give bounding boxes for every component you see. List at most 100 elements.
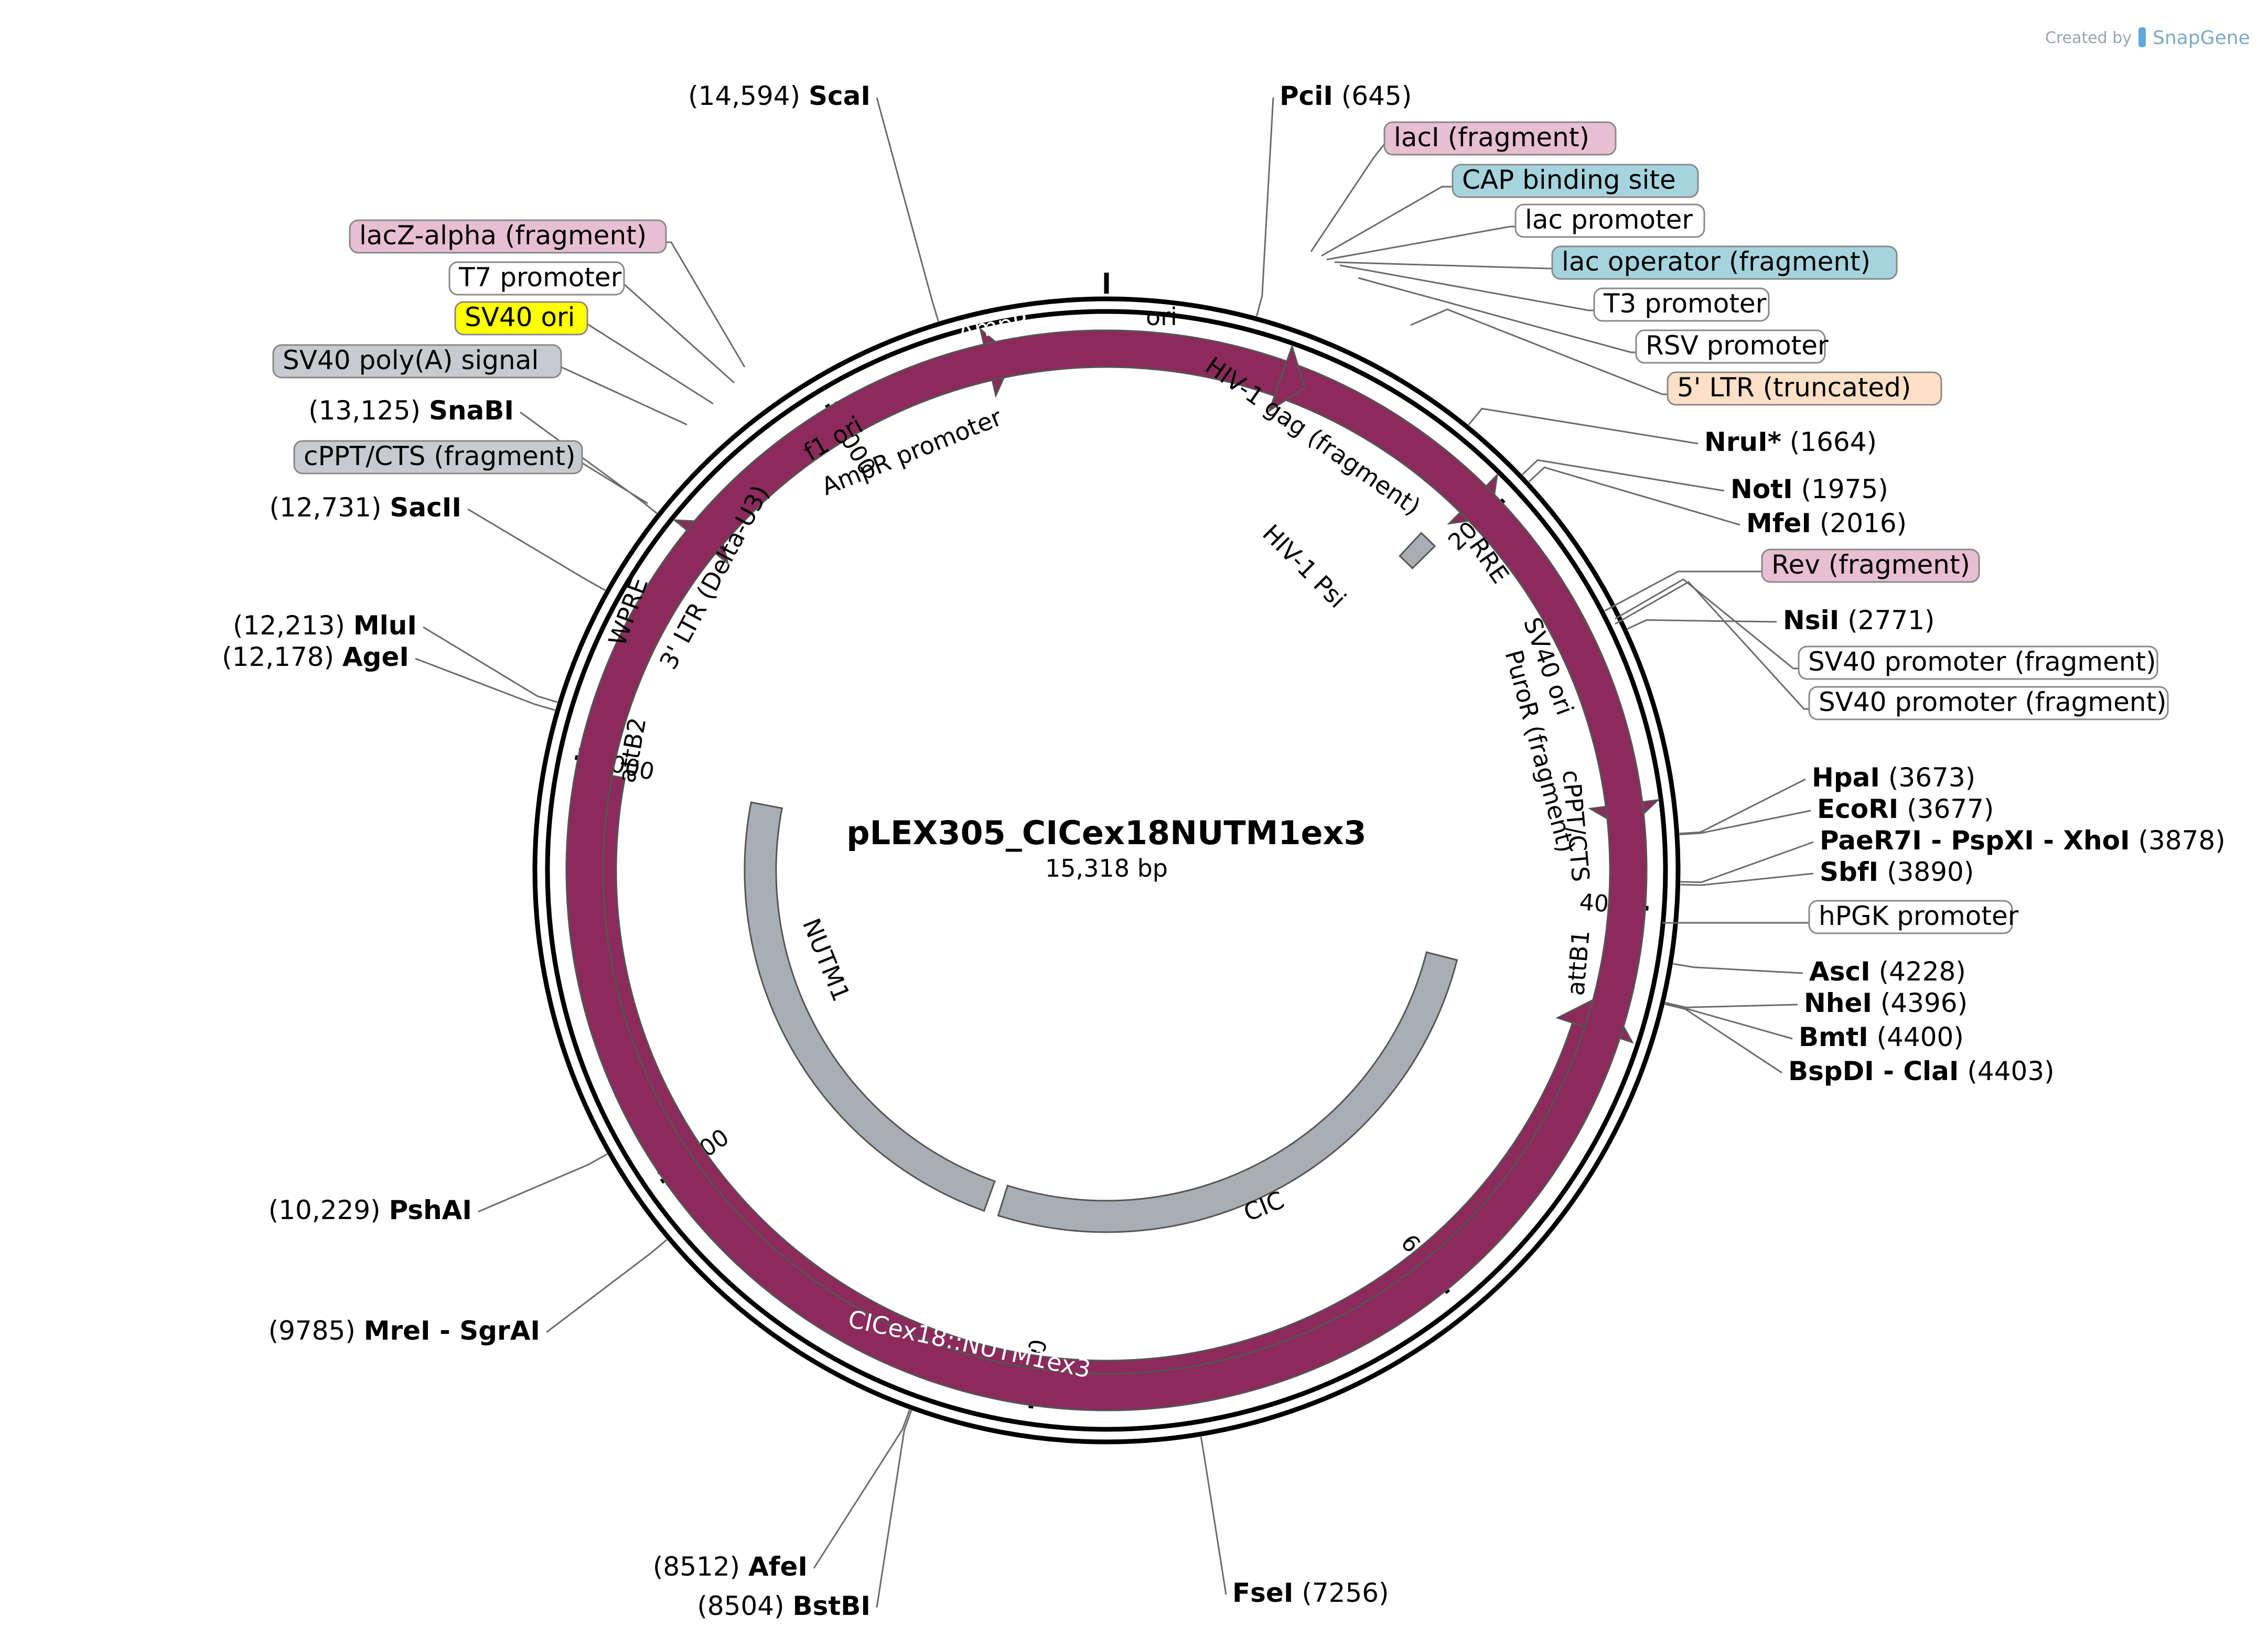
plasmid-size: 15,318 bp [1045,854,1168,882]
site-leader-mlui [423,626,558,703]
site-label-hpai[interactable]: HpaI (3673) [1812,762,1975,793]
site-leader-hpai [1679,778,1806,835]
boxed-label-frame [1635,329,1826,364]
arrowhead-laci-fragment[interactable] [1267,344,1306,413]
site-leader-paer7i-pspxi-xhoi [1680,841,1814,883]
site-label-bmti[interactable]: BmtI (4400) [1799,1022,1964,1052]
site-leader-nhei [1665,1001,1798,1008]
boxed-label-text: lac operator (fragment) [1562,246,1871,277]
boxed-label-frame [1452,164,1699,198]
site-label-agei[interactable]: (12,178) AgeI [222,642,409,672]
site-label-nrui[interactable]: NruI* (1664) [1704,427,1877,457]
boxed-label-frame [1593,287,1770,322]
boxed-label-sv40-ori-13[interactable]: SV40 ori [454,301,588,336]
boxed-label-text: CAP binding site [1462,165,1676,195]
site-label-asci[interactable]: AscI (4228) [1809,956,1966,987]
site-leader-pcii [1255,97,1274,317]
label-cppt: cPPT/CTS [1557,769,1595,883]
site-label-pshai[interactable]: (10,229) PshAI [268,1195,472,1225]
boxed-label-frame [448,261,625,296]
boxed-label-text: Rev (fragment) [1771,549,1970,580]
site-leader-nsii [1627,619,1777,630]
boxed-label-text: RSV promoter [1646,330,1829,361]
boxed-label-lacz-alpha-fragment-11[interactable]: lacZ-alpha (fragment) [349,219,667,254]
site-leader-fsei [1200,1436,1227,1595]
boxed-label-text: hPGK promoter [1819,901,2019,931]
boxed-label-rev-fragment-7[interactable]: Rev (fragment) [1761,548,1980,583]
site-label-snabi[interactable]: (13,125) SnaBI [308,395,514,426]
site-label-nhei[interactable]: NheI (4396) [1804,988,1968,1018]
boxed-label-frame [1761,548,1980,583]
site-label-pcii[interactable]: PciI (645) [1280,81,1412,111]
label-ori: ori [1146,303,1177,331]
site-label-noti[interactable]: NotI (1975) [1730,474,1888,504]
boxed-label-layer: lacI (fragment) CAP binding site lac promo… [272,121,2169,934]
site-leader-bspdi-clai [1664,1003,1782,1074]
boxed-label-5-ltr-truncated-6[interactable]: 5' LTR (truncated) [1667,371,1942,406]
site-label-fsei[interactable]: FseI (7256) [1232,1578,1389,1608]
boxed-label-text: cPPT/CTS (fragment) [304,441,576,471]
inner-feature-nutm1[interactable] [744,801,996,1212]
boxed-label-text: lacZ-alpha (fragment) [359,220,647,251]
boxed-label-hpgk-promoter-10[interactable]: hPGK promoter [1808,900,2019,934]
label-nutm1: NUTM1 [797,914,856,1005]
boxed-label-frame [1808,900,2013,934]
site-label-afei[interactable]: (8512) AfeI [653,1551,808,1582]
site-label-sbfi[interactable]: SbfI (3890) [1820,857,1974,887]
boxed-label-frame [272,344,562,379]
site-leader-asci [1673,963,1803,974]
credit-prefix: Created by [2045,29,2132,47]
site-leader-pshai [478,1153,608,1213]
site-label-paer7i-pspxi-xhoi[interactable]: PaeR7I - PspXI - XhoI (3878) [1820,825,2226,856]
site-label-sacii[interactable]: (12,731) SacII [270,492,461,523]
boxed-label-laci-fragment-0[interactable]: lacI (fragment) [1383,121,1617,156]
feature-laci-fragment[interactable] [565,329,1648,1411]
boxed-label-cppt-cts-fragment-15[interactable]: cPPT/CTS (fragment) [293,440,583,475]
boxed-label-frame [349,219,667,254]
site-label-nsii[interactable]: NsiI (2771) [1783,605,1935,635]
site-label-bstbi[interactable]: (8504) BstBI [697,1591,870,1621]
site-leader-mrei-sgrai [546,1239,668,1333]
boxed-label-lac-promoter-2[interactable]: lac promoter [1514,203,1705,238]
boxed-label-t3-promoter-4[interactable]: T3 promoter [1593,287,1770,322]
boxed-label-sv40-promoter-fragment-8[interactable]: SV40 promoter (fragment) [1798,645,2158,680]
snapgene-logo-icon [2138,27,2146,47]
site-label-ecori[interactable]: EcoRI (3677) [1817,794,1994,824]
boxed-label-text: SV40 promoter (fragment) [1819,687,2167,717]
inner-feature-hiv-1-psi[interactable] [1399,532,1436,569]
boxed-label-t7-promoter-12[interactable]: T7 promoter [448,261,625,296]
site-label-mlui[interactable]: (12,213) MluI [233,610,417,641]
boxed-label-sv40-promoter-fragment-9[interactable]: SV40 promoter (fragment) [1808,686,2169,720]
boxed-label-text: T3 promoter [1603,288,1767,319]
site-leader-ecori [1679,810,1811,836]
boxed-label-frame [1667,371,1942,406]
boxed-label-cap-binding-site-1[interactable]: CAP binding site [1452,164,1699,198]
boxed-label-frame [1551,245,1898,280]
site-leader-scai [876,97,940,322]
backbone-outer-ring [532,296,1681,1445]
credit: Created by SnapGene [2045,27,2250,49]
site-leader-nrui [1468,407,1699,445]
boxed-label-rsv-promoter-5[interactable]: RSV promoter [1635,329,1829,364]
site-label-scai[interactable]: (14,594) ScaI [688,81,870,111]
site-leader-agei [415,658,555,711]
credit-brand: SnapGene [2153,27,2250,49]
site-label-bspdi-clai[interactable]: BspDI - ClaI (4403) [1788,1056,2055,1086]
boxed-label-text: SV40 poly(A) signal [283,345,539,375]
boxed-label-lac-operator-fragment-3[interactable]: lac operator (fragment) [1551,245,1898,280]
plasmid-name: pLEX305_CICex18NUTM1ex3 [846,814,1366,852]
site-leader-afei [813,1409,911,1569]
boxed-label-frame [1383,121,1617,156]
site-leader-noti [1522,459,1725,492]
site-label-mfei[interactable]: MfeI (2016) [1746,508,1907,538]
site-label-mrei-sgrai[interactable]: (9785) MreI - SgrAI [268,1316,540,1346]
boxed-label-text: T7 promoter [458,262,622,293]
inner-feature-cic[interactable] [997,951,1458,1233]
boxed-label-sv40-poly-a-signal-14[interactable]: SV40 poly(A) signal [272,344,562,379]
boxed-label-frame [1798,645,2158,680]
label-attb1: attB1 [1561,929,1595,997]
backbone [532,296,1681,1445]
feature-layer [565,327,1660,1411]
site-lines [415,97,1814,1608]
